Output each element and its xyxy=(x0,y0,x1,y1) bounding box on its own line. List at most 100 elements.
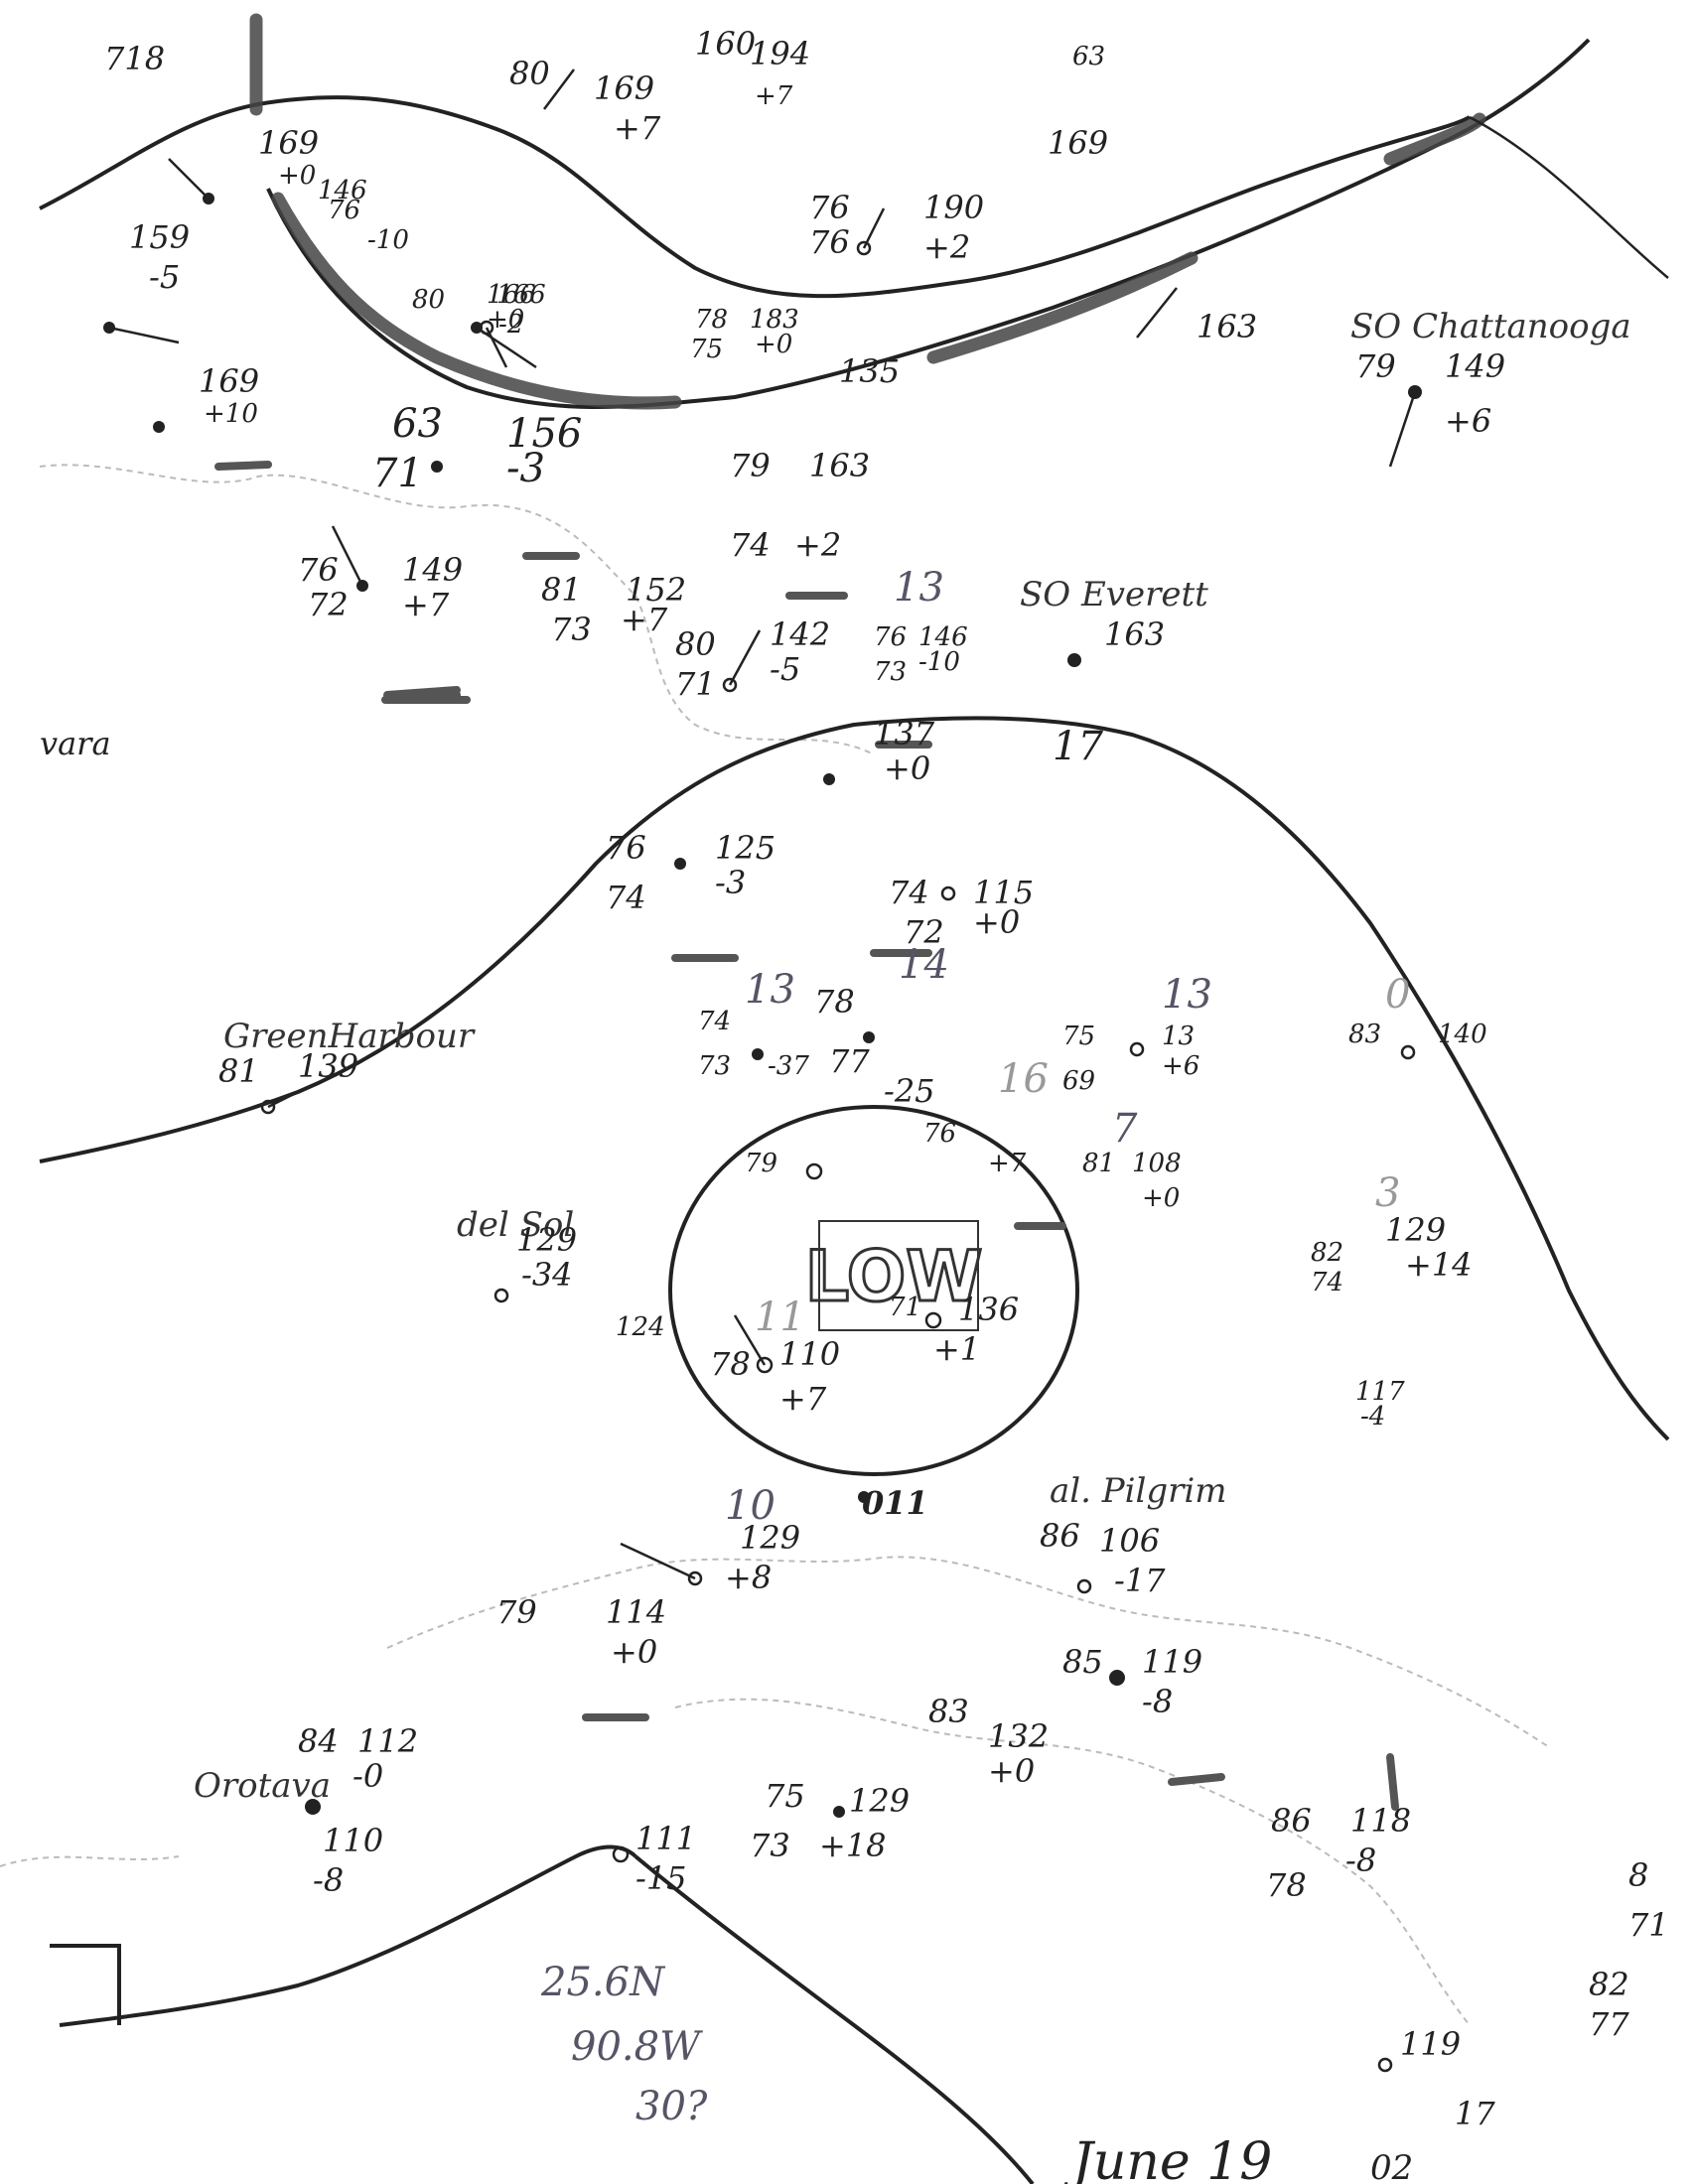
station-tendency: +7 xyxy=(621,601,668,638)
isobar-mid-arc xyxy=(39,716,1670,1441)
hour-label: 02 xyxy=(1370,2148,1413,2184)
station-dew: 73 xyxy=(551,611,592,648)
station-temp: 74 xyxy=(889,874,929,911)
front-heavy-shading-3 xyxy=(1383,112,1486,166)
station-tendency: +6 xyxy=(1445,402,1491,440)
station-plot-del-sol: del Sol 129 -34 xyxy=(457,1205,577,1303)
station-plot: 124 xyxy=(616,1312,665,1342)
chart-date: June 19 02 xyxy=(1063,2132,1413,2184)
station-plot: 83 132 +0 xyxy=(928,1693,1049,1790)
station-plot: 169 +0 xyxy=(168,124,319,205)
station-temp: 75 xyxy=(1062,1022,1095,1051)
station-plot: 160 194 +7 xyxy=(695,25,810,111)
isobar-label: 16 xyxy=(998,1056,1049,1102)
station-temp: 81 xyxy=(541,571,582,609)
station-pressure: 142 xyxy=(770,615,830,653)
station-ring xyxy=(805,1162,823,1180)
station-name-vara: vara xyxy=(40,725,111,762)
station-ring xyxy=(1076,1578,1092,1594)
station-dot xyxy=(1067,653,1081,667)
station-name: del Sol xyxy=(457,1205,574,1245)
station-dot xyxy=(153,421,165,433)
isobar-label: 11 xyxy=(755,1295,805,1340)
station-tendency: +7 xyxy=(402,586,450,623)
station-ring xyxy=(1377,2057,1393,2073)
station-temp: 79 xyxy=(1355,347,1396,385)
station-plot: 76 146 -10 xyxy=(318,176,409,255)
station-tendency: -8 xyxy=(1142,1683,1173,1720)
station-pressure: 140 xyxy=(1438,1020,1487,1049)
station-pressure: 146 xyxy=(918,622,968,652)
station-dot xyxy=(431,461,443,473)
station-tendency: +18 xyxy=(819,1827,887,1864)
station-pressure: 124 xyxy=(616,1312,665,1342)
station-plot: 76 76 190 +2 xyxy=(809,189,984,266)
station-plot: 78 75 183 +0 xyxy=(690,305,799,364)
station-temp: 81 xyxy=(218,1052,259,1090)
station-pressure: 169 xyxy=(199,362,259,400)
station-name: SO Chattanooga xyxy=(1350,307,1631,346)
station-temp: 76 xyxy=(874,622,907,652)
station-dot xyxy=(823,773,835,785)
station-plot: 78 77 -25 xyxy=(814,983,935,1110)
station-tendency-2: -8 xyxy=(313,1861,344,1899)
station-tendency: +14 xyxy=(1405,1246,1473,1284)
station-pressure: 190 xyxy=(923,189,984,226)
station-temp: 84 xyxy=(298,1722,339,1760)
station-pressure: 110 xyxy=(779,1335,840,1373)
front-right-spur xyxy=(1469,115,1669,279)
station-ring xyxy=(756,1356,774,1374)
station-tendency: +0 xyxy=(973,903,1020,941)
station-ring xyxy=(260,1099,276,1115)
station-plot: 78 110 +7 xyxy=(710,1314,840,1418)
station-pressure: 146 xyxy=(318,176,367,205)
station-temp: 74 xyxy=(698,1007,731,1036)
station-temp: 71 xyxy=(889,1293,921,1322)
station-name: Orotava xyxy=(194,1766,331,1806)
station-plot: 86 78 118 -8 xyxy=(1266,1802,1411,1904)
station-dew: 74 xyxy=(606,879,646,916)
station-dew: 72 xyxy=(308,586,349,623)
low-pressure-dot xyxy=(858,1491,870,1503)
station-pressure: 129 xyxy=(516,1221,577,1259)
station-pressure: 160 xyxy=(695,25,756,63)
station-temp: 86 xyxy=(1271,1802,1312,1840)
station-tendency: -15 xyxy=(635,1859,687,1897)
station-temp: 86 xyxy=(1040,1517,1080,1555)
station-plot-green-harbour: GreenHarbour 81 139 xyxy=(218,1017,476,1115)
station-dew: 73 xyxy=(874,657,907,687)
edge-number: 71 xyxy=(1628,1906,1669,1944)
station-pressure: 119 xyxy=(1400,2025,1461,2063)
edge-number: 17 xyxy=(1455,2095,1495,2132)
station-temp: 82 xyxy=(1311,1238,1343,1268)
station-plot: 80 169 +7 xyxy=(509,55,661,147)
position-number: 30? xyxy=(635,2084,708,2129)
station-pressure: 13 xyxy=(1162,1022,1195,1051)
isobar-south-diagonal xyxy=(634,1854,1035,2184)
station-temp: 80 xyxy=(675,625,716,663)
station-pressure: 114 xyxy=(606,1593,666,1631)
low-label: LOW xyxy=(805,1236,983,1317)
station-tendency: +0 xyxy=(611,1633,657,1671)
station-ring xyxy=(1129,1041,1145,1057)
station-pressure: 169 xyxy=(594,69,654,107)
station-pressure: 149 xyxy=(1445,347,1505,385)
station-temp: 81 xyxy=(1082,1149,1115,1178)
isobar-south-arc xyxy=(59,1844,637,2027)
station-pressure: 183 xyxy=(750,305,799,335)
station-tendency: -5 xyxy=(770,650,800,688)
station-temp: 75 xyxy=(765,1777,805,1815)
station-dew: 75 xyxy=(690,335,723,364)
station-plot: 74 73 -37 xyxy=(698,1007,809,1081)
shading-bars xyxy=(214,461,1399,1811)
position-lon: 90.8W xyxy=(571,2024,703,2070)
station-tendency: +0 xyxy=(755,330,792,359)
station-plots: 718 169 +0 159 -5 169 +10 80 166 +0 76 xyxy=(103,25,1631,2132)
station-plot: 135 xyxy=(839,352,900,390)
station-temp: 76 xyxy=(606,829,646,867)
station-plot-chattanooga: SO Chattanooga 79 149 +6 xyxy=(1350,307,1631,468)
station-dot xyxy=(305,1799,321,1815)
isobar-label: 0 xyxy=(1385,972,1410,1018)
station-pressure-2: 110 xyxy=(323,1822,383,1859)
station-temp: 76 xyxy=(923,1119,956,1149)
